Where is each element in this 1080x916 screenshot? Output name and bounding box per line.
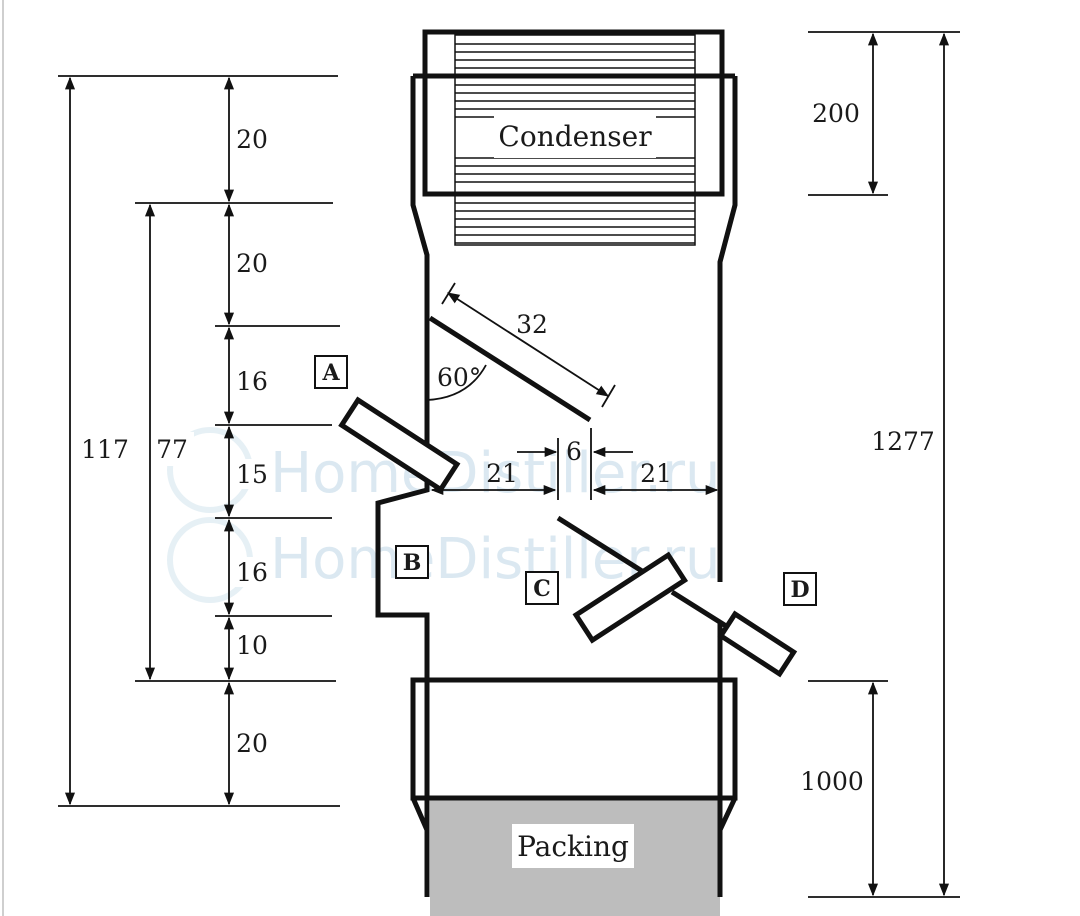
segment-label-backgrounds — [233, 124, 271, 758]
marker-b-label: B — [403, 550, 422, 576]
segment-label-1: 20 — [236, 125, 268, 154]
marker-a: A — [314, 355, 348, 389]
left-span-label: 21 — [486, 459, 518, 488]
marker-d-label: D — [790, 577, 809, 603]
marker-d: D — [783, 572, 817, 606]
segment-label-7: 20 — [236, 729, 268, 758]
condenser: Condenser — [422, 29, 725, 246]
watermark: HomeDistiller.ru HomeDistiller.ru — [167, 427, 721, 603]
gap-dimension — [517, 428, 633, 500]
channel-c — [572, 551, 689, 644]
watermark-text-1: HomeDistiller.ru — [270, 441, 721, 506]
right-top-label: 200 — [812, 99, 860, 128]
right-bottom-label: 1000 — [800, 767, 864, 796]
right-total-label: 1277 — [871, 427, 935, 456]
left-outer-label: 117 — [81, 435, 129, 464]
channel-d — [717, 610, 798, 678]
condenser-label: Condenser — [498, 120, 652, 153]
marker-c: C — [525, 571, 559, 605]
right-span-label: 21 — [640, 459, 672, 488]
angle-label: 60° — [437, 363, 481, 392]
packing-label: Packing — [517, 830, 629, 863]
plate-length-label: 32 — [516, 310, 548, 339]
segment-label-4: 15 — [236, 460, 268, 489]
segment-label-3: 16 — [236, 367, 268, 396]
marker-a-label: A — [321, 360, 340, 386]
segment-label-2: 20 — [236, 249, 268, 278]
right-extension-lines — [808, 31, 960, 898]
left-inner-label: 77 — [156, 435, 188, 464]
gap-label: 6 — [566, 437, 582, 466]
plate-length-dimension — [441, 282, 616, 408]
left-extension-lines — [58, 75, 340, 807]
packing-section — [410, 677, 738, 897]
segment-label-6: 10 — [236, 631, 268, 660]
condenser-coil-lines — [454, 34, 696, 246]
channel-a — [338, 396, 461, 493]
marker-b: B — [395, 545, 429, 579]
segment-label-5: 16 — [236, 558, 268, 587]
marker-c-label: C — [533, 576, 551, 602]
